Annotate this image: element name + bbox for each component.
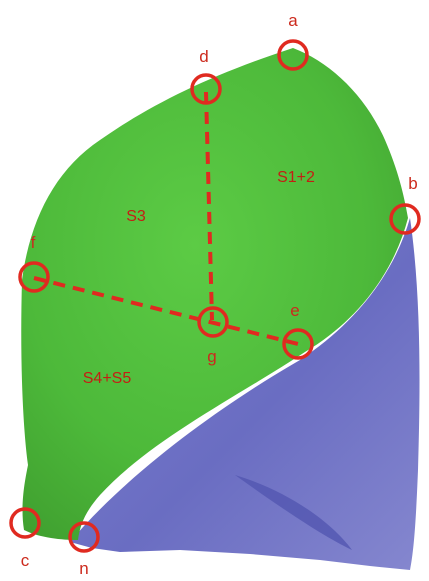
label-n: n: [79, 559, 88, 576]
label-b: b: [408, 174, 417, 193]
label-g: g: [207, 347, 216, 366]
label-d: d: [199, 47, 208, 66]
segment-label-s3: S3: [126, 208, 146, 225]
label-c: c: [21, 551, 30, 570]
segment-label-s1-2: S1+2: [277, 169, 315, 186]
label-f: f: [31, 233, 36, 252]
label-e: e: [290, 301, 299, 320]
label-a: a: [288, 11, 298, 30]
segment-label-s4-s5: S4+S5: [83, 370, 132, 387]
